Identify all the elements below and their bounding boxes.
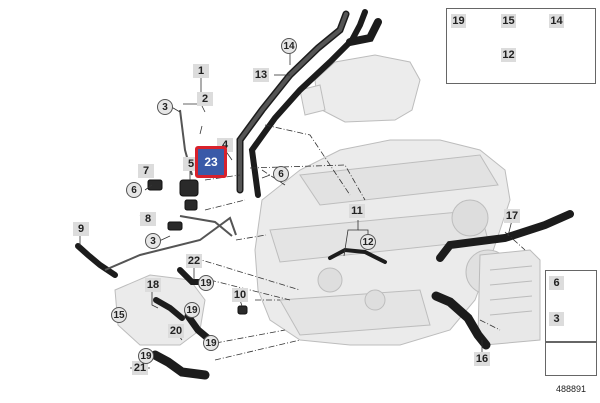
legend-label-6[interactable]: 6 bbox=[549, 276, 564, 290]
callout-9[interactable]: 9 bbox=[73, 222, 89, 236]
callout-11[interactable]: 11 bbox=[349, 204, 365, 218]
oil-cooler-illustration bbox=[477, 249, 541, 346]
legend-label-19[interactable]: 19 bbox=[451, 14, 466, 28]
callout-1[interactable]: 1 bbox=[193, 64, 209, 78]
callout-13[interactable]: 13 bbox=[253, 68, 269, 82]
legend-label-15[interactable]: 15 bbox=[501, 14, 516, 28]
callout-19-d[interactable]: 19 bbox=[138, 348, 154, 364]
callout-19-c[interactable]: 19 bbox=[203, 335, 219, 351]
callout-6-right[interactable]: 6 bbox=[273, 166, 289, 182]
callout-7[interactable]: 7 bbox=[138, 164, 154, 178]
callout-8[interactable]: 8 bbox=[140, 212, 156, 226]
callout-15[interactable]: 15 bbox=[111, 307, 127, 323]
thin-pipes bbox=[104, 109, 237, 271]
callout-6-left[interactable]: 6 bbox=[126, 182, 142, 198]
callout-17[interactable]: 17 bbox=[504, 209, 520, 223]
callout-20[interactable]: 20 bbox=[168, 324, 184, 338]
callout-12[interactable]: 12 bbox=[360, 234, 376, 250]
callout-23-highlighted[interactable]: 23 bbox=[195, 146, 227, 178]
callout-10[interactable]: 10 bbox=[232, 288, 248, 302]
callout-14[interactable]: 14 bbox=[281, 38, 297, 54]
callout-19-b[interactable]: 19 bbox=[184, 302, 200, 318]
callout-22[interactable]: 22 bbox=[186, 254, 202, 268]
intake-manifold-illustration bbox=[299, 54, 421, 123]
callout-3-upper[interactable]: 3 bbox=[157, 99, 173, 115]
callout-16[interactable]: 16 bbox=[474, 352, 490, 366]
callout-21[interactable]: 21 bbox=[132, 361, 148, 375]
sensors bbox=[147, 179, 248, 315]
callout-19-a[interactable]: 19 bbox=[198, 275, 214, 291]
callout-3-lower[interactable]: 3 bbox=[145, 233, 161, 249]
legend-label-14[interactable]: 14 bbox=[549, 14, 564, 28]
legend-label-12[interactable]: 12 bbox=[501, 48, 516, 62]
callout-2[interactable]: 2 bbox=[197, 92, 213, 106]
legend-arrow-box bbox=[545, 342, 597, 376]
callout-18[interactable]: 18 bbox=[145, 278, 161, 292]
legend-label-3[interactable]: 3 bbox=[549, 312, 564, 326]
diagram-id: 488891 bbox=[556, 384, 587, 394]
legend-top-box bbox=[446, 8, 596, 84]
